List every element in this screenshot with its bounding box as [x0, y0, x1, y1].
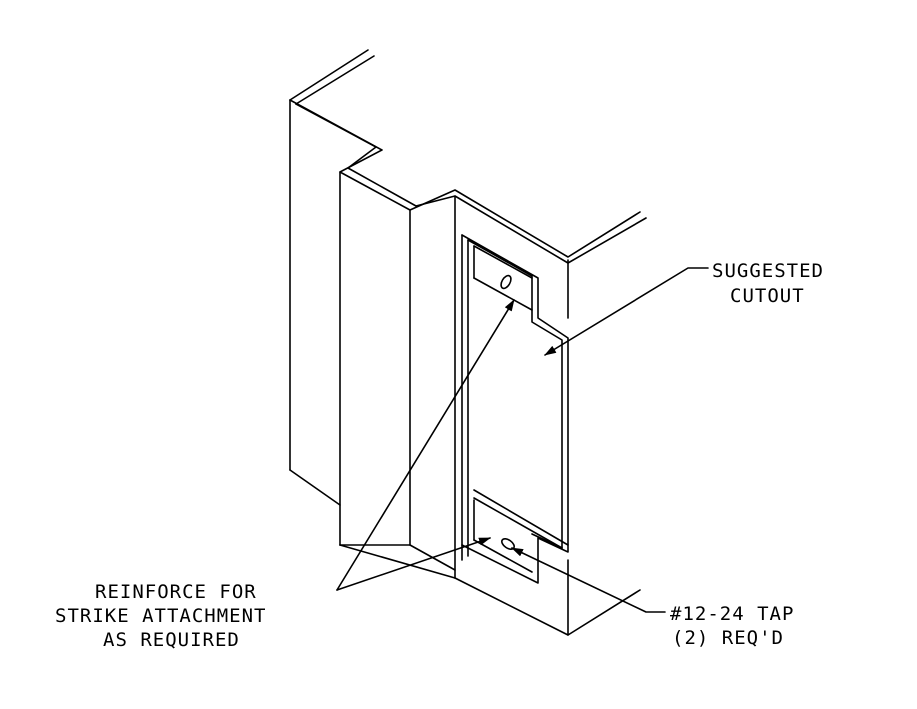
- top-hole: [500, 274, 512, 290]
- cutout-label-line2: CUTOUT: [730, 285, 805, 307]
- reinforce-label: REINFORCE FOR STRIKE ATTACHMENT AS REQUI…: [55, 581, 266, 651]
- cutout-leader: [544, 267, 709, 356]
- reinforce-label-line3: AS REQUIRED: [103, 629, 240, 651]
- tap-label-line2: (2) REQ'D: [672, 627, 784, 649]
- strike-cutout: [461, 234, 569, 584]
- cutout-label-line1: SUGGESTED: [712, 260, 824, 282]
- tap-leader: [511, 547, 666, 613]
- reinforce-label-line2: STRIKE ATTACHMENT: [55, 605, 266, 627]
- reinforce-label-line1: REINFORCE FOR: [95, 581, 257, 603]
- cutout-label: SUGGESTED CUTOUT: [712, 260, 824, 307]
- reinforce-leader-top: [336, 299, 515, 591]
- leaders: [336, 267, 709, 613]
- tap-label-line1: #12-24 TAP: [670, 603, 794, 625]
- tap-label: #12-24 TAP (2) REQ'D: [670, 603, 794, 649]
- reinforce-leader-bottom: [336, 537, 491, 591]
